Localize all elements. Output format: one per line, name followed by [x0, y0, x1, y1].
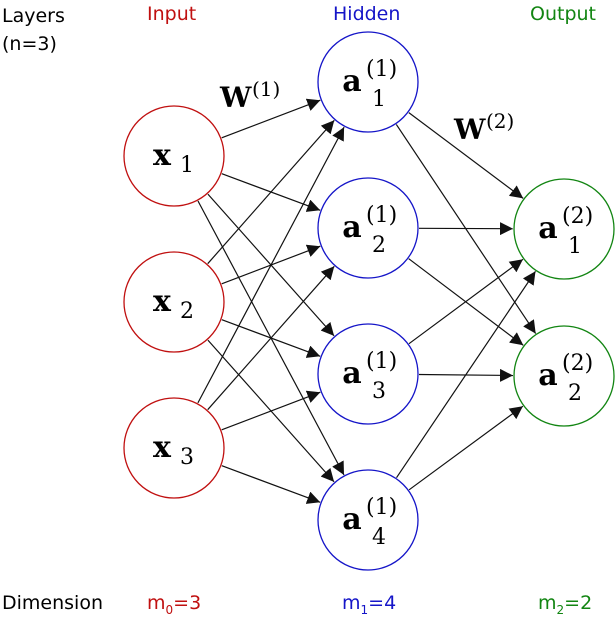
hidden-output-edge-1-1 [408, 112, 524, 199]
hidden-node-subscript: 2 [372, 233, 386, 258]
input-hidden-edge-1-1 [221, 98, 321, 139]
weight-superscript: (2) [486, 109, 514, 133]
layers-count: (n=3) [2, 33, 57, 55]
weight-symbol: W [453, 113, 486, 146]
input-node-symbol: x [153, 138, 172, 173]
hidden-node-symbol: a [342, 64, 361, 99]
input-node-subscript: 2 [180, 299, 194, 324]
input-hidden-edge-3-1 [197, 126, 345, 404]
input-hidden-edge-3-2 [207, 265, 335, 411]
m2-base: m [538, 592, 557, 614]
dimension-m2: m2=2 [538, 594, 592, 616]
input-node-subscript: 3 [180, 445, 194, 470]
hidden-node-1: a1 (1) [317, 31, 419, 133]
hidden-layer-title: Hidden [333, 3, 401, 25]
input-node-circle [123, 397, 225, 499]
hidden-node-superscript: (1) [366, 203, 397, 228]
hidden-output-edge-4-1 [396, 270, 536, 479]
output-node-symbol: a [538, 211, 557, 246]
dimension-label: Dimension [2, 592, 103, 614]
input-node-symbol: x [153, 284, 172, 319]
m2-value: =2 [564, 592, 593, 614]
m1-sub: 1 [360, 602, 369, 617]
dimension-m0: m0=3 [147, 594, 201, 616]
hidden-output-edge-4-2 [408, 405, 524, 491]
output-node-superscript: (2) [562, 351, 593, 376]
hidden-node-2: a2 (1) [317, 177, 419, 279]
m0-value: =3 [173, 592, 202, 614]
hidden-node-subscript: 4 [372, 525, 386, 550]
hidden-node-superscript: (1) [366, 57, 397, 82]
m0-base: m [147, 592, 166, 614]
input-hidden-edge-3-3 [221, 390, 321, 431]
hidden-node-circle [317, 323, 419, 425]
output-node-circle [513, 325, 615, 427]
hidden-output-edge-3-1 [408, 258, 524, 345]
output-node-symbol: a [538, 358, 557, 393]
weight-superscript: (1) [252, 77, 280, 101]
weight-symbol: W [219, 81, 252, 114]
hidden-node-circle [317, 31, 419, 133]
output-node-subscript: 2 [568, 381, 582, 406]
m1-value: =4 [368, 592, 397, 614]
input-node-symbol: x [153, 430, 172, 465]
weight-label-w2: W(2) [453, 109, 514, 146]
m1-base: m [342, 592, 361, 614]
output-node-circle [513, 178, 615, 280]
hidden-node-superscript: (1) [366, 349, 397, 374]
input-node-circle [123, 105, 225, 207]
input-hidden-edge-2-1 [207, 119, 335, 265]
hidden-node-symbol: a [342, 210, 361, 245]
hidden-node-subscript: 3 [372, 379, 386, 404]
hidden-node-4: a4 (1) [317, 469, 419, 571]
output-node-subscript: 1 [568, 234, 582, 259]
output-layer-title: Output [530, 3, 596, 25]
hidden-node-circle [317, 177, 419, 279]
input-node-circle [123, 251, 225, 353]
m0-sub: 0 [165, 602, 174, 617]
layers-title: Layers [2, 5, 65, 27]
hidden-node-superscript: (1) [366, 495, 397, 520]
hidden-node-subscript: 1 [372, 87, 386, 112]
input-hidden-edge-3-4 [221, 465, 321, 504]
input-layer-title: Input [147, 3, 197, 25]
m2-sub: 2 [556, 602, 565, 617]
hidden-node-symbol: a [342, 502, 361, 537]
hidden-node-symbol: a [342, 356, 361, 391]
dimension-m1: m1=4 [342, 594, 396, 616]
weight-label-w1: W(1) [219, 77, 280, 114]
hidden-node-circle [317, 469, 419, 571]
output-node-superscript: (2) [562, 204, 593, 229]
hidden-node-3: a3 (1) [317, 323, 419, 425]
output-node-2: a2 (2) [513, 325, 615, 427]
input-node-subscript: 1 [180, 153, 194, 178]
output-node-1: a1 (2) [513, 178, 615, 280]
